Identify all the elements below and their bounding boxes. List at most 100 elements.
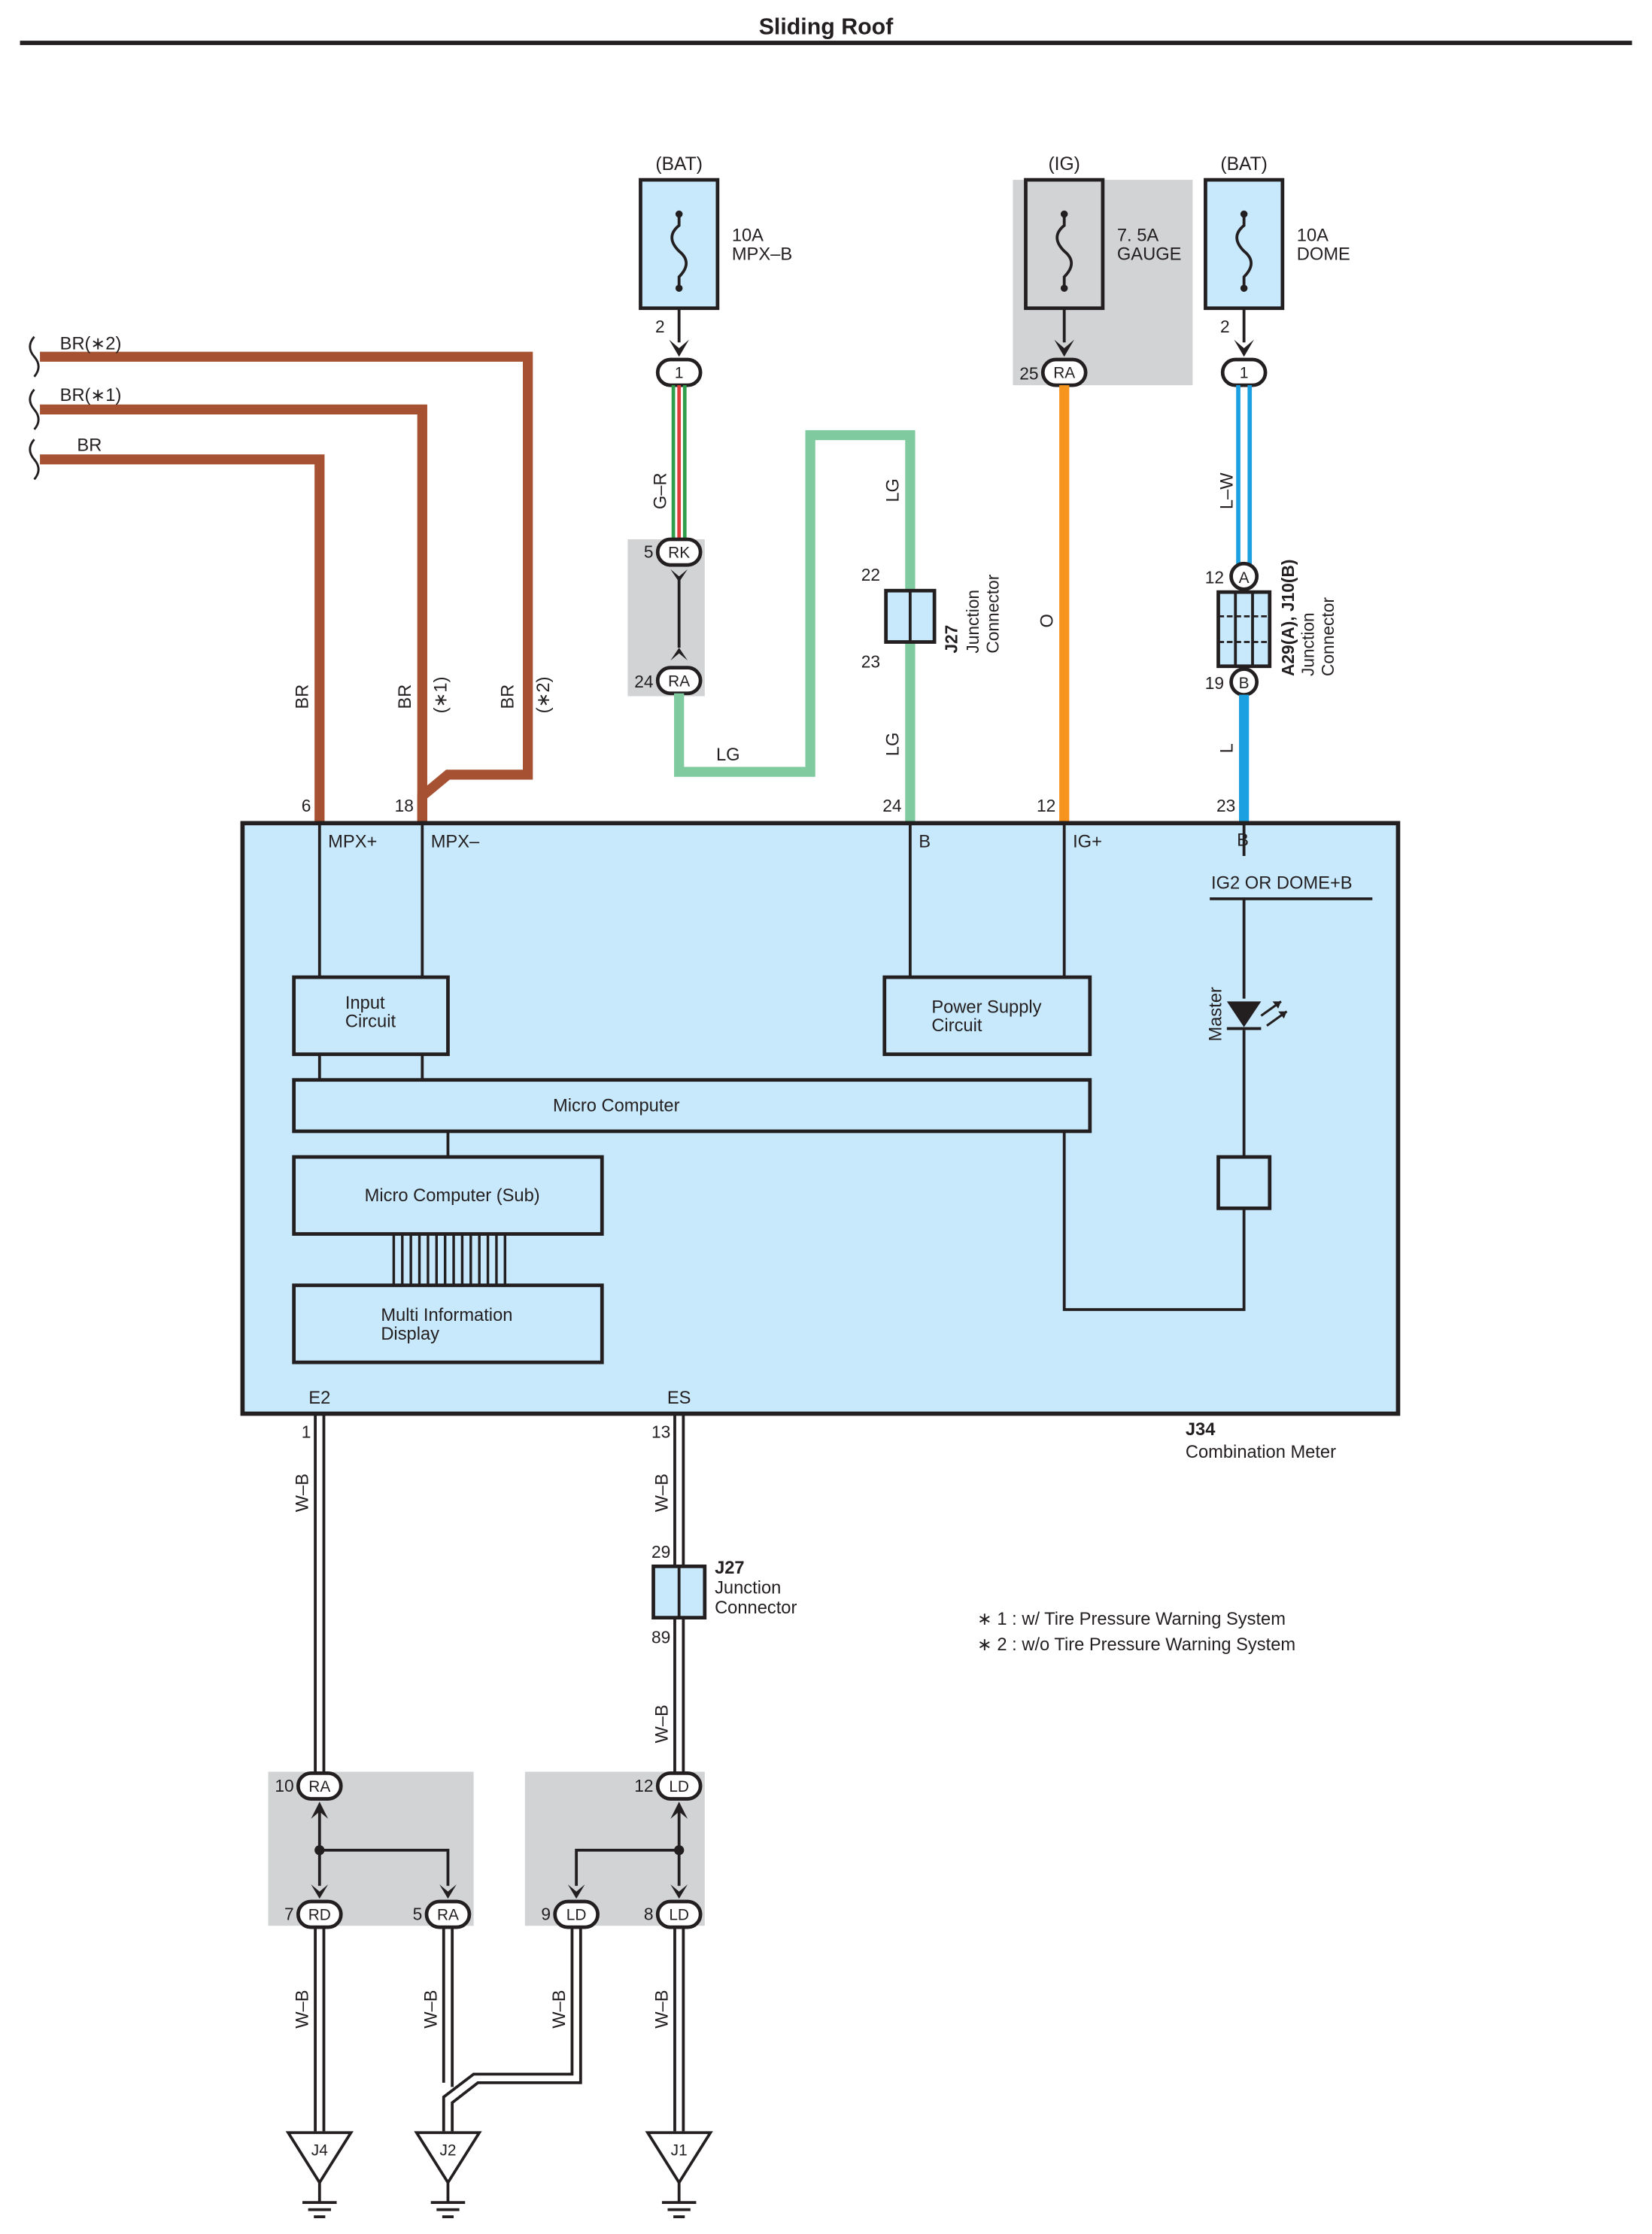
gs-right-b2-pin: 8 [644, 1905, 654, 1924]
meter-id: J34 [1186, 1420, 1216, 1440]
master-led-icon [1226, 1000, 1288, 1030]
input-circuit-label1: Input [345, 994, 385, 1013]
ground-j2-label: J2 [439, 2142, 456, 2160]
a29-box [1216, 590, 1272, 669]
gs-left-top-pin: 10 [275, 1776, 293, 1795]
ground-j1: J1 [645, 2131, 713, 2219]
term-mpx-minus: MPX– [431, 833, 480, 852]
power-supply-block [882, 975, 1092, 1056]
a29-name2: Connector [1318, 597, 1338, 676]
ra-code: RA [668, 672, 690, 690]
power-supply-label2: Circuit [931, 1016, 982, 1036]
j27-bottom-name1: Junction [715, 1578, 781, 1598]
gauge-name: GAUGE [1117, 244, 1182, 264]
j27-bottom-id: J27 [715, 1559, 745, 1578]
l-label: L [1217, 743, 1237, 753]
a29-name1: Junction [1298, 612, 1318, 676]
meter-pin-1: 1 [302, 1422, 311, 1442]
dome-fuse-icon [1235, 214, 1253, 289]
meter-pin-18: 18 [395, 796, 414, 815]
g-r-label: G–R [651, 472, 671, 509]
dome-source: (BAT) [1220, 154, 1268, 175]
lg-label-bottom: LG [716, 745, 740, 765]
gs-left-top-code: RA [308, 1778, 330, 1795]
term-mpx-plus: MPX+ [328, 833, 377, 852]
gs-left-b2-conn [424, 1899, 472, 1929]
gs-left-b1-pin: 7 [284, 1905, 294, 1924]
input-circuit-block [292, 975, 450, 1056]
micro-computer-sub-block [292, 1155, 604, 1236]
gs-right-b1-pin: 9 [541, 1905, 551, 1924]
dome-conn-code: 1 [1240, 365, 1249, 382]
gs-left-b2-code: RA [437, 1907, 459, 1924]
a29-pin19: 19 [1205, 673, 1224, 693]
term-ig-plus: IG+ [1073, 833, 1102, 852]
l-w-wire [1236, 385, 1253, 566]
j27-top-id: J27 [941, 625, 961, 654]
br2-wire [40, 351, 533, 825]
mpx-b-conn-code: 1 [675, 365, 684, 382]
a29-id: A29(A), J10(B) [1278, 560, 1298, 677]
term-b-24: B [919, 833, 931, 852]
meter-internal-lines [317, 824, 1373, 1311]
w-b-label-j27-lower: W–B [653, 1704, 673, 1743]
meter-pin-13: 13 [651, 1422, 670, 1442]
micro-computer-label: Micro Computer [553, 1096, 680, 1115]
gs-left-top-conn [296, 1771, 343, 1801]
j27-top-name1: Junction [963, 590, 982, 654]
master-switch-block [1216, 1155, 1272, 1210]
dome-pin: 2 [1220, 317, 1230, 336]
w-b-wires [314, 1413, 685, 2132]
gs-right-b2-code: LD [669, 1907, 689, 1924]
gs-right-top-code: LD [669, 1778, 689, 1795]
rk-conn [655, 537, 703, 567]
gs-right-top-conn [655, 1771, 703, 1801]
o-label: O [1038, 614, 1058, 627]
lg-label-top: LG [884, 478, 903, 502]
input-circuit-label2: Circuit [345, 1012, 396, 1032]
ground-j4: J4 [285, 2131, 354, 2219]
j27-top-pin22: 22 [861, 565, 880, 584]
gs-right-top-pin: 12 [634, 1776, 653, 1795]
mpx-b-source: (BAT) [655, 154, 703, 175]
dome-name: DOME [1297, 244, 1350, 264]
gauge-pin: 25 [1019, 364, 1038, 384]
term-es: ES [667, 1389, 691, 1408]
page-title: Sliding Roof [759, 15, 894, 40]
g-r-wire [671, 385, 687, 539]
meter-pin-6: 6 [302, 796, 311, 815]
a29-pin12: 12 [1205, 568, 1224, 587]
mpx-b-arrow [669, 339, 689, 357]
br-vlabel-18-note: (∗1) [432, 677, 451, 714]
gs-right-b1-conn [553, 1899, 600, 1929]
br-vlabel-br2: BR [499, 684, 518, 709]
ground-j2: J2 [414, 2131, 482, 2219]
note-1: ∗ 1 : w/ Tire Pressure Warning System [977, 1610, 1286, 1629]
j27-top-name2: Connector [982, 574, 1002, 653]
gs-right-b1-code: LD [566, 1907, 587, 1924]
gs-left-b1-code: RD [308, 1907, 331, 1924]
mpx-b-rating: 10A [732, 226, 764, 246]
ground-j4-label: J4 [311, 2142, 328, 2160]
br-label: BR [77, 436, 102, 455]
br-vlabel-6: BR [293, 684, 313, 709]
mpx-b-fuse-icon [670, 214, 688, 289]
note-2: ∗ 2 : w/o Tire Pressure Warning System [977, 1635, 1295, 1655]
gauge-source: (IG) [1048, 154, 1080, 175]
ig2-dome-label: IG2 OR DOME+B [1211, 874, 1353, 894]
multi-info-display-label2: Display [381, 1325, 439, 1344]
br-vlabel-18: BR [396, 684, 415, 709]
j27-bottom-pin29: 29 [651, 1542, 670, 1562]
w-b-label-e2: W–B [293, 1474, 313, 1512]
rk-code: RK [668, 545, 690, 562]
meter-pin-23: 23 [1216, 796, 1235, 815]
data-bus-lines [392, 1234, 507, 1285]
gs-right-b2-conn [655, 1899, 703, 1929]
ra-pin: 24 [634, 672, 653, 691]
micro-computer-sub-label: Micro Computer (Sub) [365, 1186, 540, 1206]
j27-bottom-pin89: 89 [651, 1628, 670, 1647]
a29-code-b: B [1239, 675, 1250, 692]
micro-computer-block [292, 1078, 1092, 1134]
wire-break-marks [29, 335, 40, 481]
